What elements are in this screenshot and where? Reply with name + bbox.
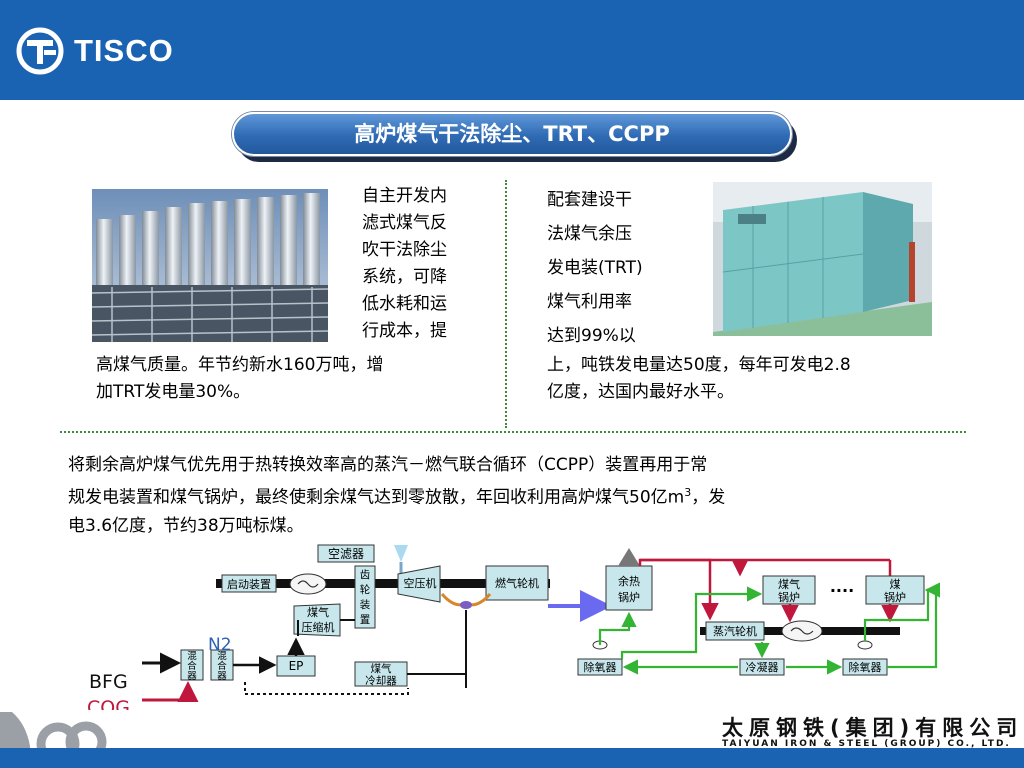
gearbox-box bbox=[354, 565, 376, 629]
gas-boiler-2-label-2: 锅炉 bbox=[884, 591, 906, 604]
gearbox-label: 齿轮装置 bbox=[360, 569, 371, 626]
right-column-line: 发电装(TRT) bbox=[547, 258, 643, 278]
stack-icon bbox=[618, 548, 640, 566]
left-column-line: 滤式煤气反 bbox=[362, 213, 447, 233]
right-column-text: 配套建设干法煤气余压发电装(TRT) 煤气利用率达到99%以 bbox=[547, 183, 697, 353]
gas-boiler-1-label-2: 锅炉 bbox=[778, 591, 800, 604]
company-name-cn: 太原钢铁(集团)有限公司 bbox=[722, 716, 1024, 740]
right-column-line: 法煤气余压 bbox=[547, 224, 632, 244]
ccpp-flow-diagram: 空滤器 启动装置 齿轮装置 空压机 燃气轮机 余热 锅炉 煤气 锅炉 ···· … bbox=[87, 544, 941, 710]
gas-turbine-box bbox=[485, 565, 549, 601]
tisco-logo: TISCO bbox=[14, 26, 174, 76]
ep-label: EP bbox=[289, 659, 304, 673]
air-compressor-label: 空压机 bbox=[404, 576, 437, 590]
starter-label: 启动装置 bbox=[227, 578, 271, 591]
air-filter-label: 空滤器 bbox=[328, 547, 364, 561]
gas-turbine-label: 燃气轮机 bbox=[495, 576, 539, 590]
gas-boiler-1-label-1: 煤气 bbox=[778, 577, 800, 591]
paragraph-line-1: 将剩余高炉煤气优先用于热转换效率高的蒸汽－燃气联合循环（CCPP）装置再用于常 bbox=[68, 455, 708, 475]
horizontal-divider bbox=[60, 431, 966, 433]
gas-compressor-box bbox=[293, 603, 341, 637]
hrsg-box bbox=[605, 565, 653, 611]
slide-title-banner: 高炉煤气干法除尘、TRT、CCPP bbox=[232, 112, 798, 162]
gas-compressor-label-2: 压缩机 bbox=[302, 620, 335, 634]
deaerator-1-box bbox=[577, 658, 623, 676]
cog-label: COG bbox=[87, 697, 130, 710]
steam-turbine-label: 蒸汽轮机 bbox=[713, 624, 757, 638]
ccpp-paragraph: 将剩余高炉煤气优先用于热转换效率高的蒸汽－燃气联合循环（CCPP）装置再用于常 … bbox=[68, 451, 958, 540]
tisco-emblem-icon bbox=[16, 27, 64, 75]
hrsg-label-2: 锅炉 bbox=[618, 591, 640, 604]
air-compressor-box bbox=[397, 565, 441, 603]
right-column-line: 煤气利用率 bbox=[547, 292, 632, 312]
gas-cooler-label-2: 冷却器 bbox=[365, 674, 397, 687]
gas-compressor-label-1: 煤气 bbox=[307, 605, 329, 619]
paragraph-line-3: 电3.6亿度，节约38万吨标煤。 bbox=[68, 515, 304, 536]
mixer-1-box bbox=[180, 649, 204, 681]
vertical-divider bbox=[505, 180, 507, 428]
gas-cooler-label-1: 煤气 bbox=[371, 662, 392, 675]
dust-collector-photo bbox=[92, 189, 328, 342]
right-wide-line: 亿度，达国内最好水平。 bbox=[547, 382, 734, 402]
right-column-line: 达到99%以 bbox=[547, 326, 636, 346]
deaerator-1-label: 除氧器 bbox=[584, 660, 617, 674]
header-bar: TISCO bbox=[0, 0, 1024, 100]
left-wide-line: 加TRT发电量30%。 bbox=[96, 382, 251, 402]
right-wide-line: 上，吨铁发电量达50度，每年可发电2.8 bbox=[547, 355, 851, 375]
company-name-en: TAIYUAN IRON & STEEL (GROUP) CO., LTD. bbox=[722, 739, 1011, 749]
ellipsis-text: ···· bbox=[830, 581, 854, 600]
n2-label: N2 bbox=[208, 635, 232, 655]
left-column-line: 行成本，提 bbox=[362, 321, 447, 341]
left-wide-text: 高煤气质量。年节约新水160万吨，增加TRT发电量30%。 bbox=[96, 352, 496, 406]
mixer-1-label: 混合器 bbox=[187, 651, 197, 682]
ccpp-hall-photo bbox=[713, 182, 932, 336]
hrsg-label-1: 余热 bbox=[618, 574, 640, 588]
air-intake-icon bbox=[394, 545, 408, 562]
gas-boiler-1-box bbox=[762, 575, 816, 605]
left-wide-line: 高煤气质量。年节约新水160万吨，增 bbox=[96, 355, 384, 375]
left-column-text: 自主开发内滤式煤气反吹干法除尘系统，可降低水耗和运行成本，提 bbox=[362, 183, 482, 345]
starter-box bbox=[221, 574, 277, 593]
mixer-2-label: 混合器 bbox=[217, 651, 227, 682]
left-column-line: 自主开发内 bbox=[362, 186, 447, 206]
brand-name: TISCO bbox=[74, 33, 174, 68]
air-filter-box bbox=[317, 544, 375, 563]
gas-boiler-2-box bbox=[865, 575, 925, 605]
gas-cooler-box bbox=[354, 661, 408, 687]
right-column-line: 配套建设干 bbox=[547, 190, 632, 210]
left-column-line: 系统，可降 bbox=[362, 267, 447, 287]
condenser-box bbox=[739, 658, 785, 676]
left-column-line: 低水耗和运 bbox=[362, 294, 447, 314]
ep-box bbox=[276, 655, 316, 677]
deaerator-2-label: 除氧器 bbox=[849, 660, 882, 674]
right-wide-text: 上，吨铁发电量达50度，每年可发电2.8 亿度，达国内最好水平。 bbox=[547, 352, 967, 406]
slide-title: 高炉煤气干法除尘、TRT、CCPP bbox=[232, 112, 792, 156]
bfg-label: BFG bbox=[89, 671, 128, 693]
paragraph-line-2: 规发电装置和煤气锅炉，最终使剩余煤气达到零放散，年回收利用高炉煤气50亿m3，发 bbox=[68, 486, 726, 508]
gas-boiler-2-label-1: 煤 bbox=[890, 578, 901, 591]
condenser-label: 冷凝器 bbox=[746, 660, 779, 674]
footer-bar bbox=[0, 748, 1024, 768]
steam-turbine-box bbox=[705, 621, 765, 641]
left-column-line: 吹干法除尘 bbox=[362, 240, 447, 260]
